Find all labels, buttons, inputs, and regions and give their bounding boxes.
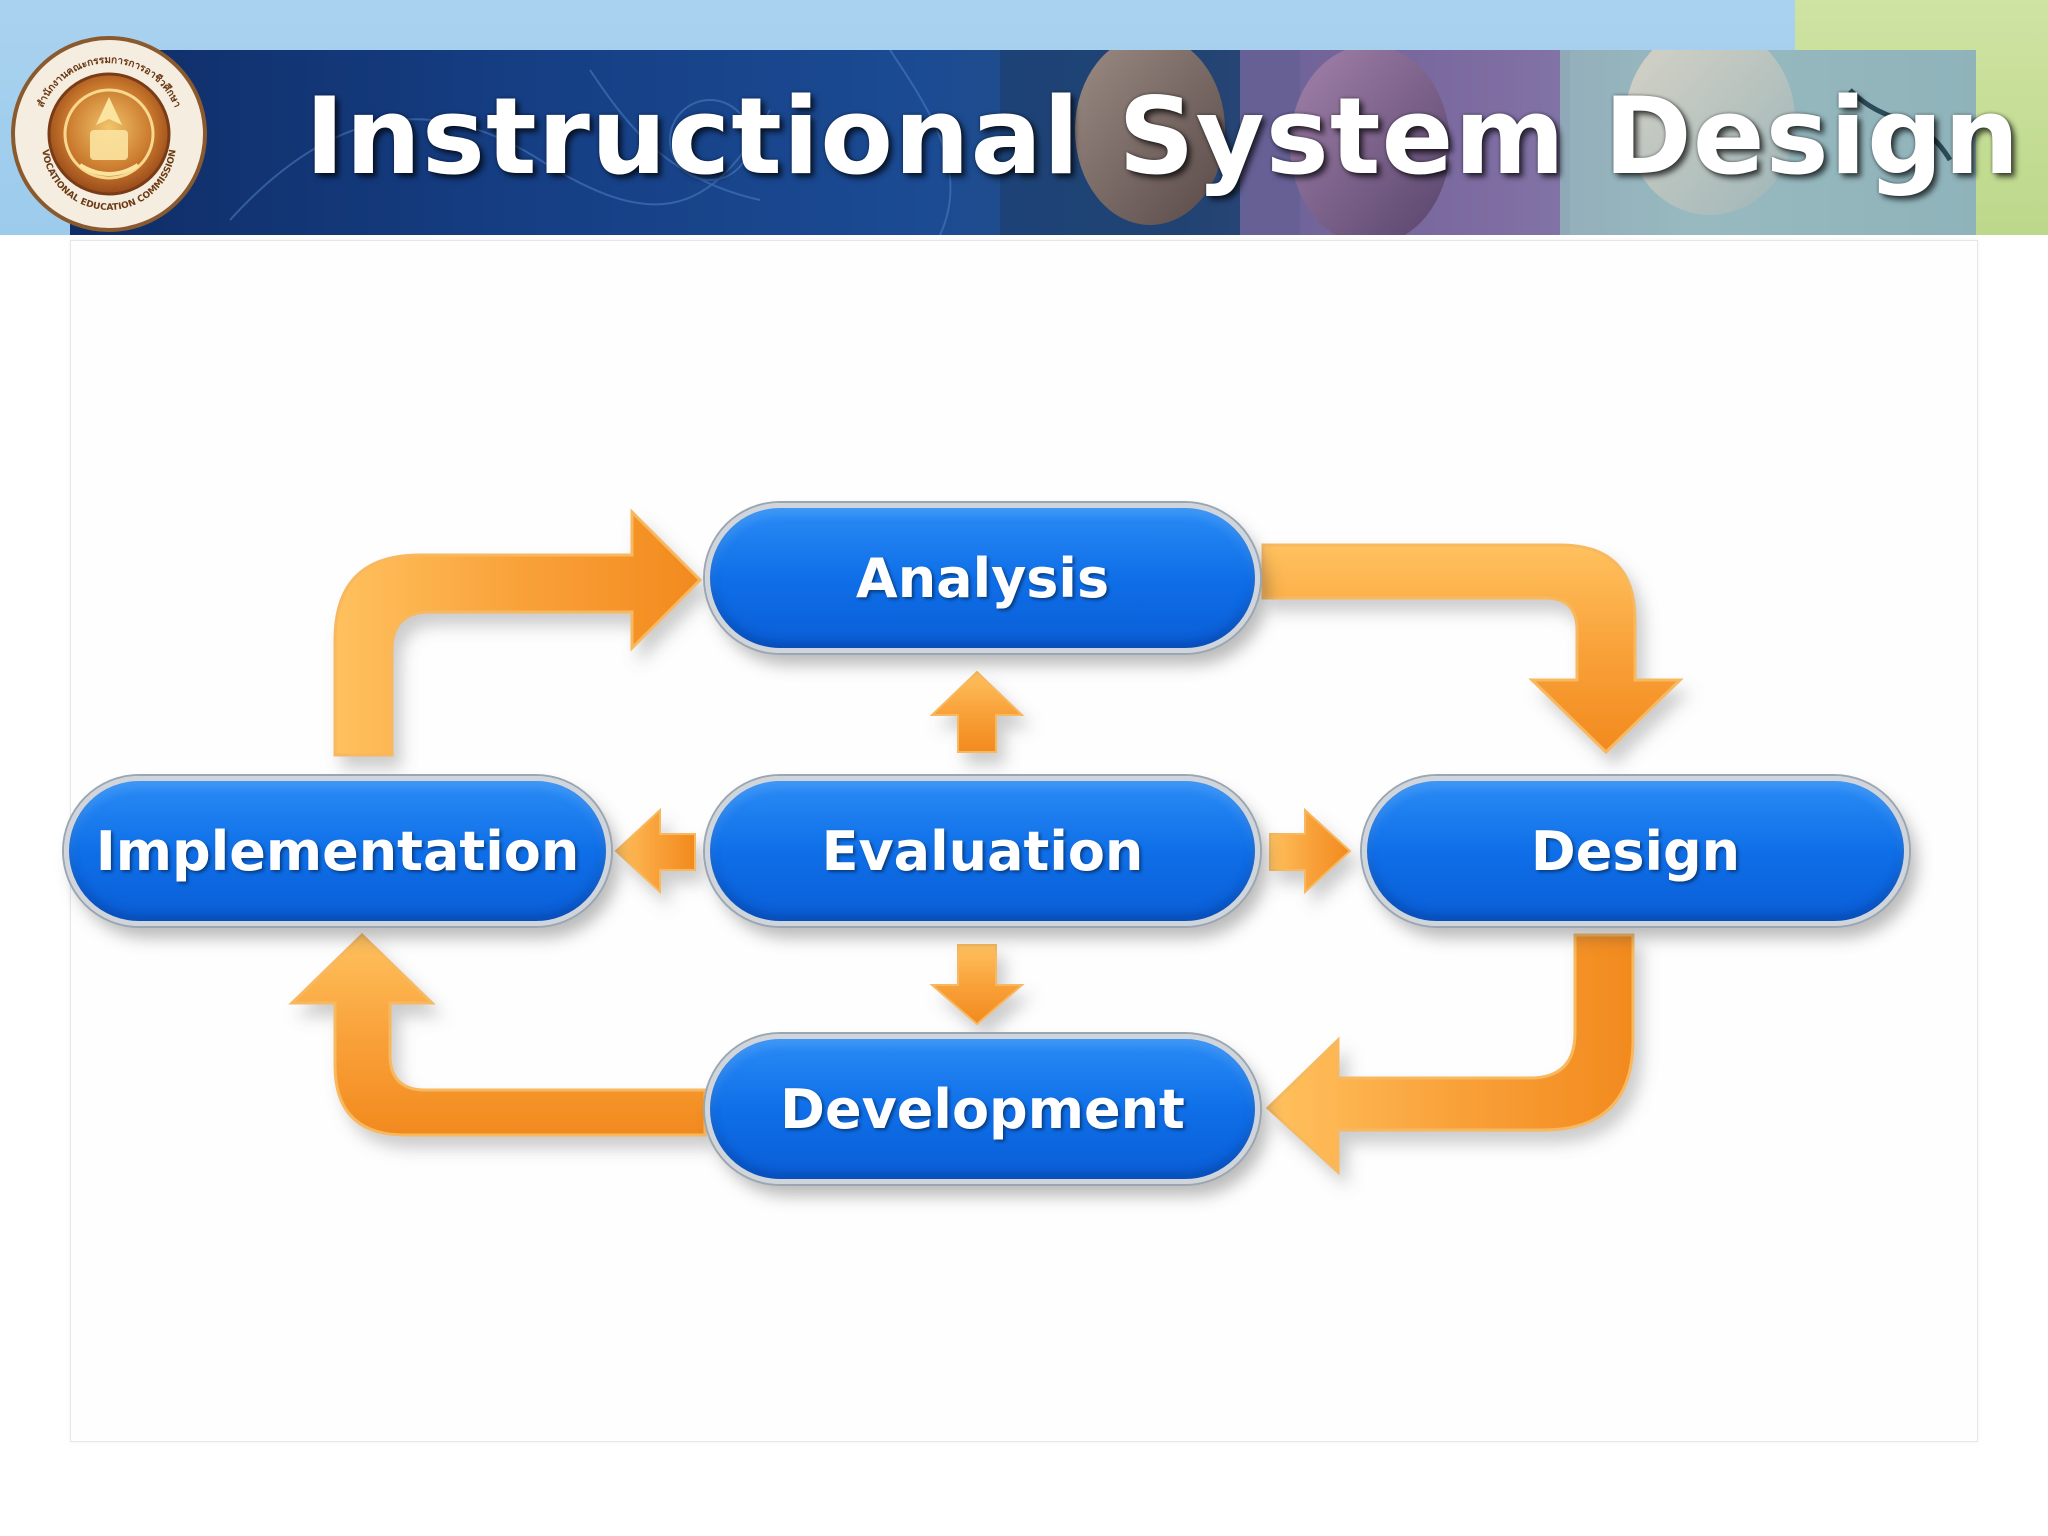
header-banner <box>70 50 1976 235</box>
banner-photo-collage <box>229 50 1976 235</box>
vocational-education-commission-emblem: สำนักงานคณะกรรมการการอาชีวศึกษา VOCATION… <box>11 36 207 232</box>
arrow-evaluation-to-design <box>1269 807 1352 895</box>
arrow-evaluation-to-development <box>929 944 1025 1026</box>
stage-evaluation: Evaluation <box>705 776 1260 926</box>
stage-design: Design <box>1362 776 1909 926</box>
cycle-arrows <box>288 508 1684 1176</box>
stage-analysis: Analysis <box>705 503 1260 653</box>
arrow-development-to-implementation <box>288 932 707 1137</box>
page-title: Instructional System Design <box>305 75 2021 198</box>
stage-implementation-label: Implementation <box>95 819 580 883</box>
stage-design-label: Design <box>1530 819 1741 883</box>
arrow-analysis-to-design <box>1261 543 1684 755</box>
arrow-design-to-development <box>1265 933 1635 1176</box>
stage-implementation: Implementation <box>64 776 611 926</box>
stage-development: Development <box>705 1034 1260 1184</box>
arrow-implementation-to-analysis <box>333 508 703 757</box>
stage-evaluation-label: Evaluation <box>821 819 1144 883</box>
stage-analysis-label: Analysis <box>855 546 1110 610</box>
arrow-evaluation-to-analysis <box>929 670 1025 753</box>
stage-development-label: Development <box>780 1077 1185 1141</box>
arrow-evaluation-to-implementation <box>614 807 696 895</box>
